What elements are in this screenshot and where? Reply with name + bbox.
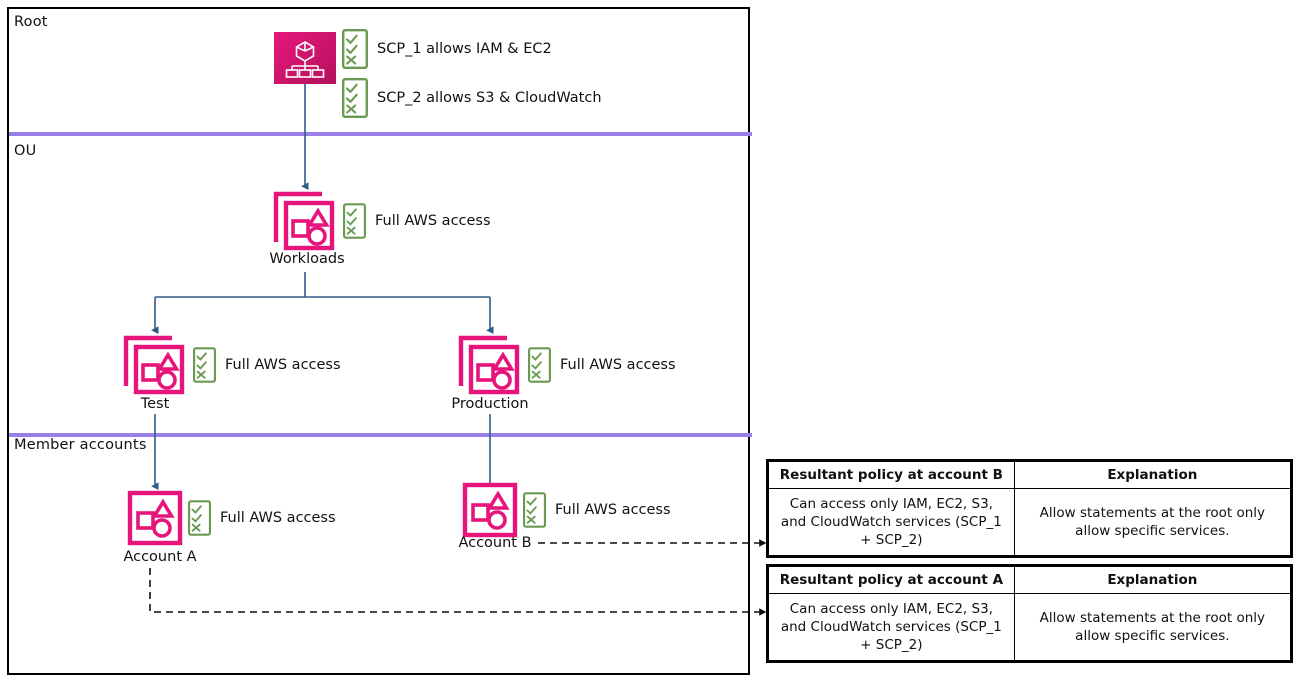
table-header-row: Resultant policy at account A Explanatio… bbox=[768, 566, 1292, 594]
band-divider-ou-member bbox=[9, 433, 752, 437]
ou-icon bbox=[458, 335, 520, 395]
policy-checklist-icon bbox=[528, 347, 551, 383]
policy-checklist-icon bbox=[193, 347, 216, 383]
ou-policy-label-production: Full AWS access bbox=[560, 357, 676, 373]
organization-container bbox=[7, 7, 752, 675]
account-node-a[interactable]: Full AWS access bbox=[127, 490, 336, 546]
policy-checklist-icon bbox=[342, 78, 368, 118]
policy-checklist-icon bbox=[188, 500, 211, 536]
root-policy-scp-1-label: SCP_1 allows IAM & EC2 bbox=[377, 41, 552, 57]
account-policy-label-a: Full AWS access bbox=[220, 510, 336, 526]
ou-caption-test: Test bbox=[140, 396, 170, 412]
ou-icon bbox=[273, 191, 335, 251]
account-caption-a: Account A bbox=[123, 549, 197, 565]
table-cell-explanation-b: Allow statements at the root only allow … bbox=[1013, 488, 1292, 556]
policy-checklist-icon bbox=[342, 29, 368, 69]
ou-node-production[interactable]: Full AWS access bbox=[457, 334, 676, 396]
band-divider-root-ou bbox=[9, 132, 752, 136]
band-label-member: Member accounts bbox=[14, 437, 147, 453]
root-organization-node[interactable] bbox=[274, 32, 336, 84]
root-policy-scp-2[interactable]: SCP_2 allows S3 & CloudWatch bbox=[342, 78, 602, 118]
table-header-policy-a: Resultant policy at account A bbox=[768, 566, 1015, 594]
table-row: Can access only IAM, EC2, S3, and CloudW… bbox=[768, 488, 1292, 556]
band-label-ou: OU bbox=[14, 143, 37, 159]
account-icon bbox=[462, 482, 518, 538]
ou-node-workloads[interactable]: Full AWS access bbox=[272, 190, 491, 252]
root-policy-scp-2-label: SCP_2 allows S3 & CloudWatch bbox=[377, 90, 602, 106]
account-node-b[interactable]: Full AWS access bbox=[462, 482, 671, 538]
ou-policy-label-test: Full AWS access bbox=[225, 357, 341, 373]
ou-policy-label-workloads: Full AWS access bbox=[375, 213, 491, 229]
table-row: Can access only IAM, EC2, S3, and CloudW… bbox=[768, 593, 1292, 661]
table-header-policy-b: Resultant policy at account B bbox=[768, 461, 1015, 489]
ou-caption-workloads: Workloads bbox=[269, 251, 345, 267]
table-cell-policy-a: Can access only IAM, EC2, S3, and CloudW… bbox=[768, 593, 1015, 661]
table-cell-explanation-a: Allow statements at the root only allow … bbox=[1013, 593, 1292, 661]
account-caption-b: Account B bbox=[458, 535, 532, 551]
account-icon bbox=[127, 490, 183, 546]
table-header-row: Resultant policy at account B Explanatio… bbox=[768, 461, 1292, 489]
organization-icon bbox=[274, 32, 336, 84]
band-label-root: Root bbox=[14, 14, 48, 30]
ou-icon bbox=[123, 335, 185, 395]
table-header-explanation-b: Explanation bbox=[1013, 461, 1292, 489]
account-policy-label-b: Full AWS access bbox=[555, 502, 671, 518]
table-header-explanation-a: Explanation bbox=[1013, 566, 1292, 594]
policy-checklist-icon bbox=[343, 203, 366, 239]
table-cell-policy-b: Can access only IAM, EC2, S3, and CloudW… bbox=[768, 488, 1015, 556]
resultant-policy-table-account-b: Resultant policy at account B Explanatio… bbox=[766, 459, 1293, 558]
resultant-policy-table-account-a: Resultant policy at account A Explanatio… bbox=[766, 564, 1293, 663]
ou-caption-production: Production bbox=[451, 396, 529, 412]
policy-checklist-icon bbox=[523, 492, 546, 528]
root-policy-scp-1[interactable]: SCP_1 allows IAM & EC2 bbox=[342, 29, 552, 69]
ou-node-test[interactable]: Full AWS access bbox=[122, 334, 341, 396]
